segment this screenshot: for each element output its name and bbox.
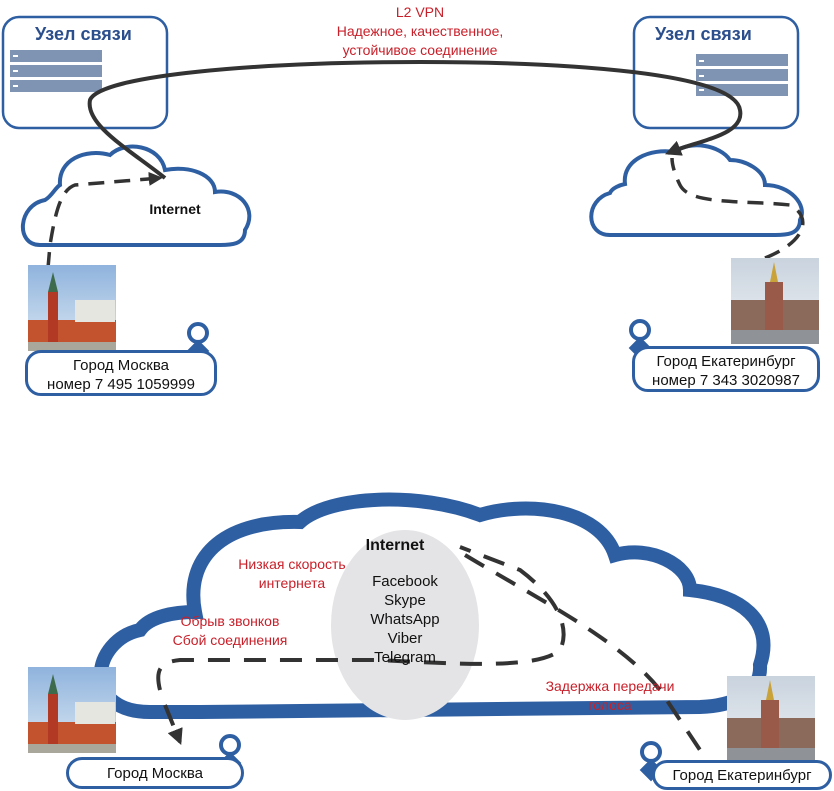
internet-dashed-link <box>46 171 163 269</box>
problem-delay: Задержка передачи голоса <box>530 677 690 715</box>
vpn-title: L2 VPN <box>395 4 445 20</box>
problem-text: голоса <box>588 697 632 713</box>
app-list: Facebook Skype WhatsApp Viber Telegram <box>350 572 460 667</box>
cloud-icon <box>21 144 252 247</box>
internet-dashed-link <box>670 157 805 260</box>
city-card-moscow: Город Москва <box>66 757 244 789</box>
vpn-label: L2 VPN Надежное, качественное, устойчиво… <box>310 3 530 60</box>
city-name: Город Екатеринбург <box>656 353 796 370</box>
app-circle <box>331 530 479 720</box>
city-name: Город Москва <box>73 357 169 374</box>
kremlin-photo <box>28 667 116 753</box>
ekaterinburg-city-hall-photo <box>731 258 819 344</box>
internet-dashed-link <box>156 545 566 691</box>
city-number: номер 7 495 1059999 <box>47 376 195 393</box>
cloud-icon <box>589 143 804 237</box>
problem-text: Задержка передачи <box>545 678 675 694</box>
city-number: номер 7 343 3020987 <box>652 372 800 389</box>
problem-text: интернета <box>258 575 326 591</box>
app-item: Skype <box>384 592 426 609</box>
city-card-moscow: Город Москва номер 7 495 1059999 <box>25 350 217 396</box>
problem-low-speed: Низкая скорость интернета <box>232 555 352 593</box>
city-card-ekaterinburg: Город Екатеринбург номер 7 343 3020987 <box>632 346 820 392</box>
internet-dashed-link <box>163 704 183 745</box>
app-item: Telegram <box>374 649 436 666</box>
city-card-ekaterinburg: Город Екатеринбург <box>652 760 832 790</box>
node-title-right: Узел связи <box>655 24 752 44</box>
problem-text: Обрыв звонков <box>180 613 280 629</box>
cloud-label-bottom: Internet <box>365 537 425 554</box>
cloud-label-left: Internet <box>149 201 201 217</box>
problem-text: Низкая скорость <box>238 556 346 572</box>
internet-dashed-link <box>463 553 712 767</box>
kremlin-photo <box>28 265 116 351</box>
vpn-link <box>87 59 743 180</box>
city-name: Город Москва <box>107 765 203 782</box>
problem-text: Сбой соединения <box>172 632 288 648</box>
app-item: Viber <box>387 630 423 647</box>
city-name: Город Екатеринбург <box>672 767 812 784</box>
app-item: Facebook <box>372 573 438 590</box>
app-item: WhatsApp <box>370 611 440 628</box>
node-title-left: Узел связи <box>35 24 132 44</box>
vpn-desc-1: Надежное, качественное, <box>336 23 504 39</box>
problem-drops: Обрыв звонков Сбой соединения <box>160 612 300 650</box>
server-rack-icon <box>696 54 788 96</box>
vpn-desc-2: устойчивое соединение <box>342 42 498 58</box>
server-rack-icon <box>10 50 102 92</box>
ekaterinburg-city-hall-photo <box>727 676 815 762</box>
